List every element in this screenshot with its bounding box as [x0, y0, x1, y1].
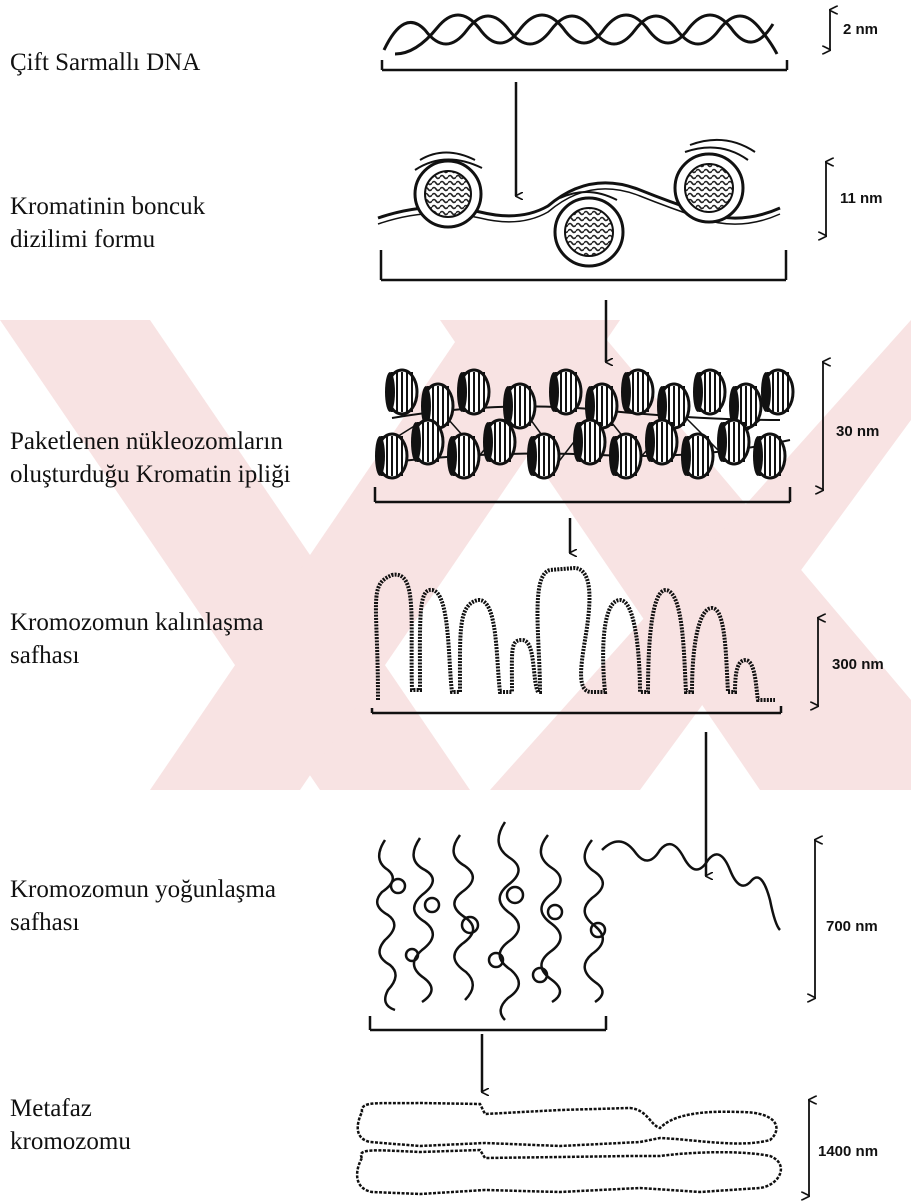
- nucleosome-coil: [375, 434, 407, 478]
- stage-label-beads: Kromatinin boncuk dizilimi formu: [10, 190, 205, 256]
- nucleosome-coil: [549, 370, 581, 414]
- nucleosome-coil: [717, 420, 749, 464]
- nucleosome-coil: [573, 420, 605, 464]
- size-label-metaphase: 1400 nm: [818, 1143, 878, 1160]
- nucleosome-coil: [411, 420, 443, 464]
- bracket-loops: [372, 706, 781, 713]
- looped-domains: [376, 568, 775, 700]
- nucleosome-coil: [457, 370, 489, 414]
- nucleosome-coil: [761, 370, 793, 414]
- nucleosome-coil: [693, 370, 725, 414]
- fiber-nucleosomes: [375, 370, 793, 478]
- size-label-fiber: 30 nm: [836, 423, 879, 440]
- stage-label-dna: Çift Sarmallı DNA: [10, 46, 200, 79]
- stage-label-fiber: Paketlenen nükleozomların oluşturduğu Kr…: [10, 425, 291, 491]
- nucleosome-coil: [483, 420, 515, 464]
- stage-label-loops: Kromozomun kalınlaşma safhası: [10, 606, 263, 672]
- metaphase-chromosome: [357, 1103, 781, 1194]
- nucleosome-coil: [753, 434, 785, 478]
- nucleosome-coil: [609, 434, 641, 478]
- condensed-chromatin: [377, 822, 780, 1020]
- nucleosome-coil: [447, 434, 479, 478]
- nucleosome-coil: [621, 370, 653, 414]
- bracket-fiber: [375, 487, 790, 502]
- size-label-dna: 2 nm: [843, 21, 878, 38]
- bracket-condensed: [370, 1016, 606, 1030]
- beads-on-string: [378, 140, 780, 266]
- nucleosome-coil: [527, 434, 559, 478]
- nucleosome-coil: [681, 434, 713, 478]
- nucleosome-coil: [385, 370, 417, 414]
- stage-label-condensed: Kromozomun yoğunlaşma safhası: [10, 873, 276, 939]
- size-label-loops: 300 nm: [832, 656, 884, 673]
- stage-label-metaphase: Metafaz kromozomu: [10, 1092, 131, 1158]
- bracket-dna: [382, 60, 787, 70]
- size-label-condensed: 700 nm: [826, 918, 878, 935]
- nucleosome-coil: [645, 420, 677, 464]
- size-label-beads: 11 nm: [840, 190, 883, 207]
- dna-helix: [384, 15, 777, 54]
